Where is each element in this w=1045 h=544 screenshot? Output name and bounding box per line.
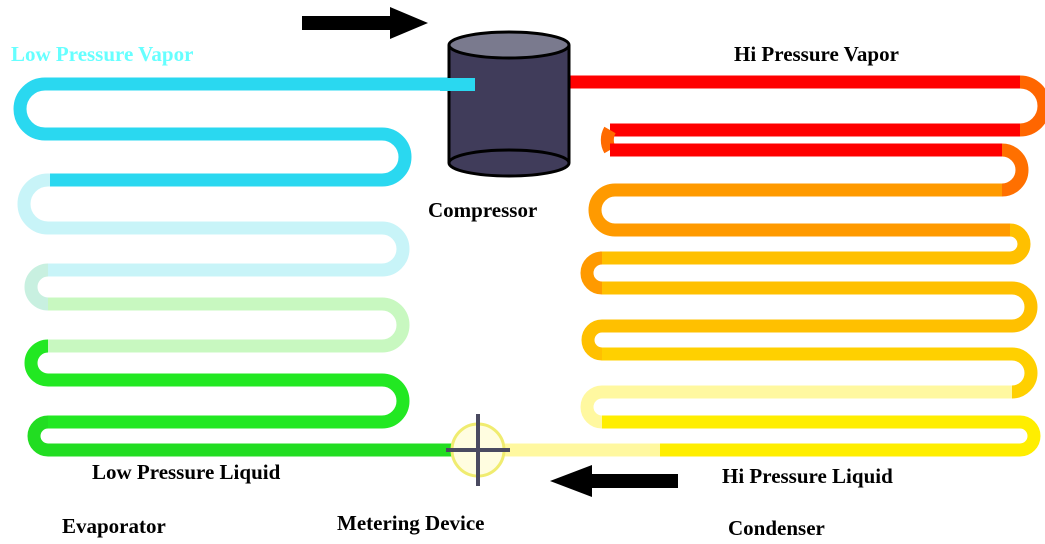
cond-bend-6	[580, 251, 603, 295]
cond-bend-9	[1011, 347, 1038, 399]
evap-bend-9	[27, 415, 49, 457]
right-arrow-icon	[302, 7, 428, 39]
cond-bend-2	[600, 126, 616, 154]
compressor-icon	[447, 30, 571, 178]
suction-line-stub	[440, 78, 475, 91]
evap-bend-4	[381, 221, 410, 277]
cond-bend-11	[1019, 415, 1041, 457]
evap-bend-2	[381, 127, 412, 187]
cond-bend-3	[1001, 143, 1029, 197]
evap-bend-1	[13, 77, 46, 141]
evap-bend-8	[381, 373, 410, 429]
hi-pressure-liquid-label: Hi Pressure Liquid	[722, 464, 893, 488]
evap-bend-3	[17, 173, 49, 235]
condenser-label: Condenser	[728, 516, 825, 540]
cond-bend-1	[1019, 75, 1045, 137]
evap-bend-7	[24, 339, 49, 387]
low-pressure-liquid-label: Low Pressure Liquid	[92, 460, 281, 484]
low-pressure-vapor-label: Low Pressure Vapor	[11, 42, 194, 66]
evap-bend-5	[24, 263, 49, 311]
cond-bend-4	[588, 183, 616, 237]
cond-bend-10	[580, 385, 603, 429]
evaporator-coil	[13, 77, 475, 457]
left-arrow-icon	[550, 465, 678, 497]
evaporator-label: Evaporator	[62, 514, 166, 538]
condenser-coil	[505, 75, 1045, 457]
cond-bend-5	[1009, 223, 1031, 265]
hi-pressure-vapor-label: Hi Pressure Vapor	[734, 42, 899, 66]
metering-device-icon	[446, 414, 510, 486]
evap-bend-6	[381, 297, 410, 353]
compressor-label: Compressor	[428, 198, 538, 222]
metering-device-label: Metering Device	[337, 511, 485, 535]
cond-bend-7	[1011, 281, 1038, 333]
cond-bend-8	[581, 319, 603, 361]
